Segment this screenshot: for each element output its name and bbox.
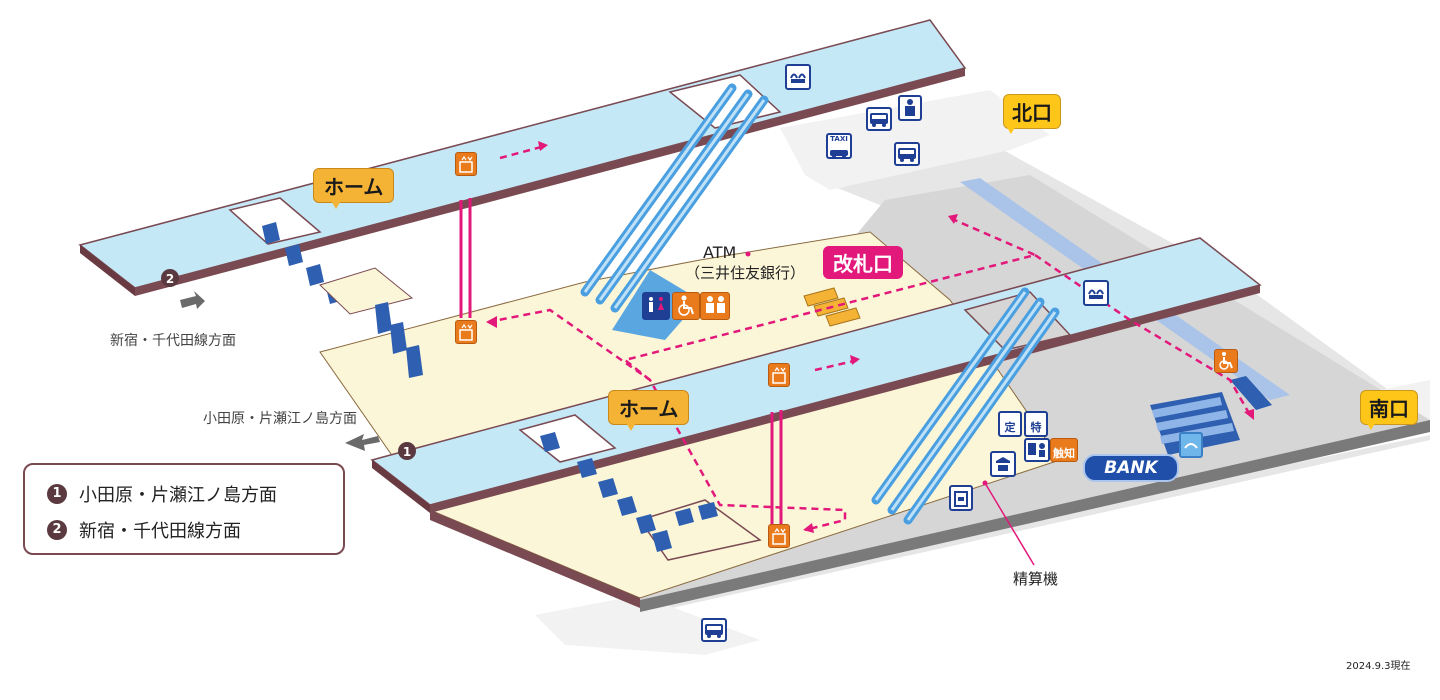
upper-home-callout-tail <box>330 199 342 209</box>
ticket-machine-icon <box>1024 438 1050 462</box>
legend-number-1: 1 <box>47 484 67 504</box>
lower-stairs <box>540 432 718 552</box>
lower-escalators-inner <box>874 291 1057 521</box>
limited-express-text: 特 <box>1030 421 1042 434</box>
platform-1-direction: 小田原・片瀬江ノ島方面 <box>203 411 357 427</box>
legend: 1 小田原・片瀬江ノ島方面 2 新宿・千代田線方面 <box>23 463 345 555</box>
route-lines <box>487 144 1252 532</box>
north-exit-label: 北口 <box>1003 94 1061 129</box>
nursing-room-icon <box>700 292 730 320</box>
upper-stairs-lower-flight <box>375 302 423 378</box>
police-box-icon <box>990 451 1016 477</box>
atm-label: ATM <box>703 243 737 262</box>
lower-platform-edge <box>430 285 1260 513</box>
locker-icon <box>949 485 973 511</box>
legend-text-1: 小田原・片瀬江ノ島方面 <box>79 485 277 506</box>
ticket-machine-icon: 定 <box>998 411 1022 437</box>
upper-stair-hole <box>228 197 322 245</box>
north-exit-tail <box>1005 124 1017 134</box>
platform-2-marker <box>161 269 179 287</box>
atm-dot <box>745 251 751 257</box>
south-exit-stairs <box>1150 376 1272 455</box>
restroom-icon <box>642 292 670 320</box>
upper-escalators-inner <box>583 87 766 309</box>
upper-stair-landing <box>319 267 414 315</box>
bus-icon <box>894 142 920 166</box>
lower-home-callout: ホーム <box>608 390 690 425</box>
lower-home-callout-tail <box>625 421 637 431</box>
concourse-edge <box>430 510 640 608</box>
handwash-icon <box>1083 280 1109 306</box>
direction-arrow-odawara <box>345 434 380 451</box>
grey-floor-edge <box>640 420 1430 612</box>
legend-item-2: 2 新宿・千代田線方面 <box>47 517 241 543</box>
tactile-map-icon: 触知 <box>1050 438 1078 462</box>
ticket-machine-icon: 特 <box>1024 411 1048 437</box>
north-street <box>780 90 1050 190</box>
legend-text-2: 新宿・千代田線方面 <box>79 521 241 542</box>
fare-machine-label: 精算機 <box>1013 570 1059 588</box>
south-exit-label: 南口 <box>1360 390 1418 425</box>
platform-2-direction: 新宿・千代田線方面 <box>110 333 236 349</box>
ic-card-icon <box>1179 432 1203 458</box>
upper-platform-side <box>80 245 135 296</box>
date-stamp: 2024.9.3現在 <box>1346 661 1411 672</box>
direction-arrow-shinjuku <box>180 291 205 309</box>
bus-icon <box>701 618 727 642</box>
platform-2-marker-text: 2 <box>166 272 174 286</box>
taxi-text: TAXI <box>830 135 848 143</box>
elevator-icon <box>455 152 477 176</box>
route-arrowheads <box>486 141 1254 533</box>
handwash-icon <box>785 64 811 90</box>
tactile-map-text: 触知 <box>1053 447 1075 460</box>
upper-platform-edge <box>135 68 965 296</box>
wheelchair-icon <box>672 292 700 320</box>
elevator-icon <box>768 524 790 548</box>
elevator-icon <box>768 363 790 387</box>
bank-atm-sign: BANK <box>1083 454 1179 482</box>
lower-platform-side <box>372 460 430 513</box>
reserved-ticket-text: 定 <box>1004 421 1016 434</box>
wheelchair-icon <box>1214 349 1238 373</box>
legend-number-2: 2 <box>47 520 67 540</box>
south-exit-tail <box>1365 420 1377 430</box>
gate-label: 改札口 <box>823 246 903 279</box>
platform-1-marker <box>398 442 416 460</box>
fare-machine-leader <box>984 482 1035 566</box>
atm-bank-label: （三井住友銀行） <box>685 264 806 282</box>
upper-home-callout: ホーム <box>313 168 395 203</box>
information-icon <box>898 95 922 121</box>
taxi-icon: TAXI <box>826 133 852 159</box>
platform-1-marker-text: 1 <box>403 445 411 459</box>
bus-icon <box>866 107 892 131</box>
legend-item-1: 1 小田原・片瀬江ノ島方面 <box>47 481 277 507</box>
elevator-icon <box>455 320 477 344</box>
